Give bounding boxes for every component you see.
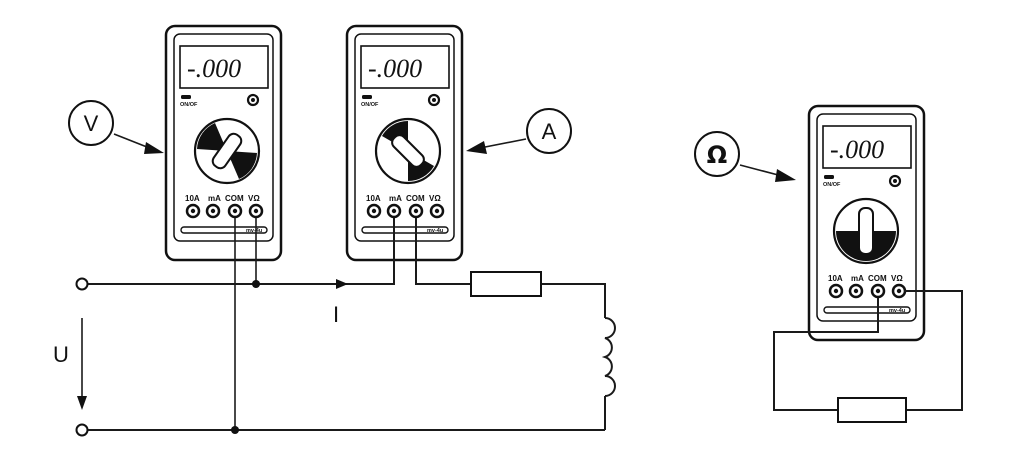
ammeter-terminal-label-vohm: VΩ — [429, 194, 441, 203]
voltmeter-callout: V — [68, 100, 164, 154]
ohmmeter-display — [822, 125, 912, 169]
ohmmeter-rotary-knob[interactable] — [832, 197, 900, 265]
test-resistor — [837, 397, 907, 423]
inductor-coil — [601, 317, 616, 397]
voltage-label: U — [53, 342, 69, 367]
ammeter-callout-label: A — [542, 119, 557, 144]
ohmmeter-terminal-label-ma: mA — [851, 274, 864, 283]
voltmeter-power-switch[interactable] — [181, 95, 191, 99]
input-terminal-top — [75, 277, 89, 291]
voltmeter-callout-label: V — [84, 111, 99, 136]
ammeter-power-switch[interactable] — [362, 95, 372, 99]
ohmmeter-brand: mv-4u — [889, 308, 905, 314]
voltmeter-terminal-label-ma: mA — [208, 194, 221, 203]
voltmeter-display-value: -.000 — [187, 54, 241, 83]
ohmmeter-display-value: -.000 — [830, 135, 884, 164]
ammeter-terminal-label-com: COM — [406, 194, 425, 203]
ohmmeter-circuit-wires — [773, 290, 963, 411]
ohmmeter-power-switch[interactable] — [824, 175, 834, 179]
series-resistor — [470, 271, 542, 297]
voltmeter-terminal-label-vohm: VΩ — [248, 194, 260, 203]
ohmmeter-terminal-label-vohm: VΩ — [891, 274, 903, 283]
ammeter-power-label: ON/OF — [361, 102, 379, 108]
voltmeter-brand: mv-4u — [246, 228, 262, 234]
ammeter-terminals[interactable] — [366, 203, 445, 219]
ammeter-terminal-label-ma: mA — [389, 194, 402, 203]
ohmmeter-terminal-label-10a: 10A — [828, 274, 843, 283]
junction-node-bottom — [231, 426, 239, 434]
junction-node-top — [252, 280, 260, 288]
voltage-arrow — [77, 318, 87, 410]
ammeter-callout: A — [466, 108, 572, 154]
ammeter-terminal-label-10a: 10A — [366, 194, 381, 203]
ammeter-display-value: -.000 — [368, 54, 422, 83]
voltmeter-display — [179, 45, 269, 89]
current-arrow — [336, 279, 348, 289]
ohmmeter-callout-label: Ω — [707, 141, 727, 169]
ammeter-brand: mv-4u — [427, 228, 443, 234]
voltmeter-rotary-knob[interactable] — [193, 117, 261, 185]
voltmeter-power-label: ON/OF — [180, 102, 198, 108]
voltmeter-terminal-label-10a: 10A — [185, 194, 200, 203]
current-label: I — [333, 302, 339, 327]
ammeter-display — [360, 45, 450, 89]
ohmmeter-callout: Ω — [694, 131, 796, 182]
ohmmeter-terminals[interactable] — [828, 283, 907, 299]
ammeter-device: -.000 ON/OF 10A mA COM VΩ mv-4u — [345, 24, 464, 262]
ammeter-rotary-knob[interactable] — [374, 117, 442, 185]
ohmmeter-power-label: ON/OF — [823, 182, 841, 188]
main-circuit-wires — [88, 218, 606, 431]
voltmeter-terminals[interactable] — [185, 203, 264, 219]
voltmeter-terminal-label-com: COM — [225, 194, 244, 203]
ohmmeter-device: -.000 ON/OF 10A mA COM VΩ mv-4u — [807, 104, 926, 342]
voltmeter-device: -.000 ON/OF 10A mA COM VΩ mv-4u — [164, 24, 283, 262]
input-terminal-bottom — [75, 423, 89, 437]
ohmmeter-terminal-label-com: COM — [868, 274, 887, 283]
